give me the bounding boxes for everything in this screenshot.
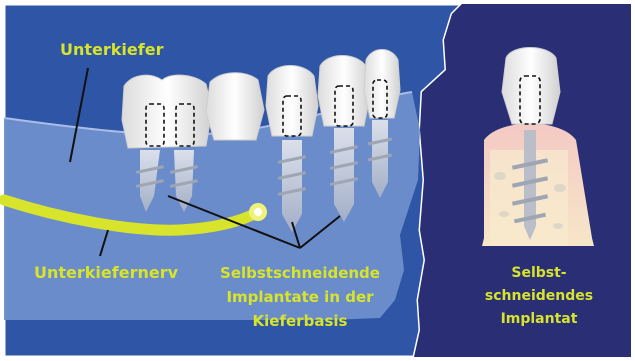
molar-tooth-2 — [206, 73, 264, 140]
label-selbst-line-1: Selbstschneidende — [220, 264, 380, 282]
label-selbst-line-3: Kieferbasis — [253, 312, 348, 330]
label-single-line-1: Selbst- — [511, 265, 566, 281]
label-unterkiefer: Unterkiefer — [60, 40, 164, 59]
nerve-end-core — [254, 208, 262, 216]
label-single-line-2: schneidendes — [485, 288, 593, 304]
label-single-line-3: Implantat — [501, 311, 578, 327]
label-unterkiefernerv: Unterkiefernerv — [34, 263, 179, 282]
label-selbst-line-2: Implantate in der — [226, 288, 374, 306]
